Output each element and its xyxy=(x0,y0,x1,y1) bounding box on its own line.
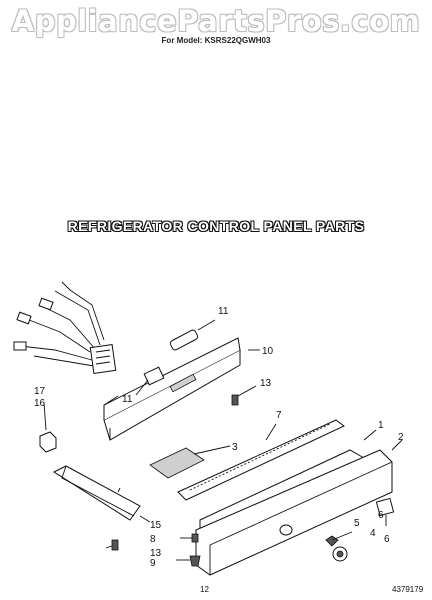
callout-13-lower: 13 xyxy=(150,548,162,559)
diffuser-strip xyxy=(177,419,345,501)
callout-9: 9 xyxy=(150,558,156,569)
callout-3: 3 xyxy=(232,442,238,453)
model-line: For Model: KSRS22QGWH03 xyxy=(161,36,271,45)
callout-15: 15 xyxy=(150,520,162,531)
callout-12: 11 xyxy=(218,306,229,317)
callout-7: 7 xyxy=(276,410,282,421)
callout-6: 6 xyxy=(384,534,390,545)
watermark-logo: AppliancePartsPros.com xyxy=(11,4,421,38)
callout-1: 1 xyxy=(378,420,384,431)
screw-upper xyxy=(231,385,257,406)
thermostat-part xyxy=(135,319,216,396)
screw-lower xyxy=(105,533,201,567)
wire-harness xyxy=(13,281,117,374)
trim-piece xyxy=(52,465,151,523)
knob-parts xyxy=(325,497,395,562)
control-bracket xyxy=(103,337,260,441)
clip-part xyxy=(39,402,57,453)
callout-5: 5 xyxy=(354,518,360,529)
callout-2: 2 xyxy=(398,432,404,443)
doc-number: 4379179 xyxy=(392,585,424,594)
callout-17: 17 xyxy=(34,386,46,397)
callout-10: 10 xyxy=(262,346,274,357)
callout-8: 8 xyxy=(150,534,156,545)
page-number: 12 xyxy=(200,585,209,594)
callout-11: 11 xyxy=(122,394,133,405)
callout-6-label: 6 xyxy=(378,510,384,521)
light-shield xyxy=(149,445,231,479)
callout-16: 16 xyxy=(34,398,46,409)
diagram-title: REFRIGERATOR CONTROL PANEL PARTS xyxy=(67,218,365,234)
callout-13-upper: 13 xyxy=(260,378,272,389)
callout-4: 4 xyxy=(370,528,376,539)
